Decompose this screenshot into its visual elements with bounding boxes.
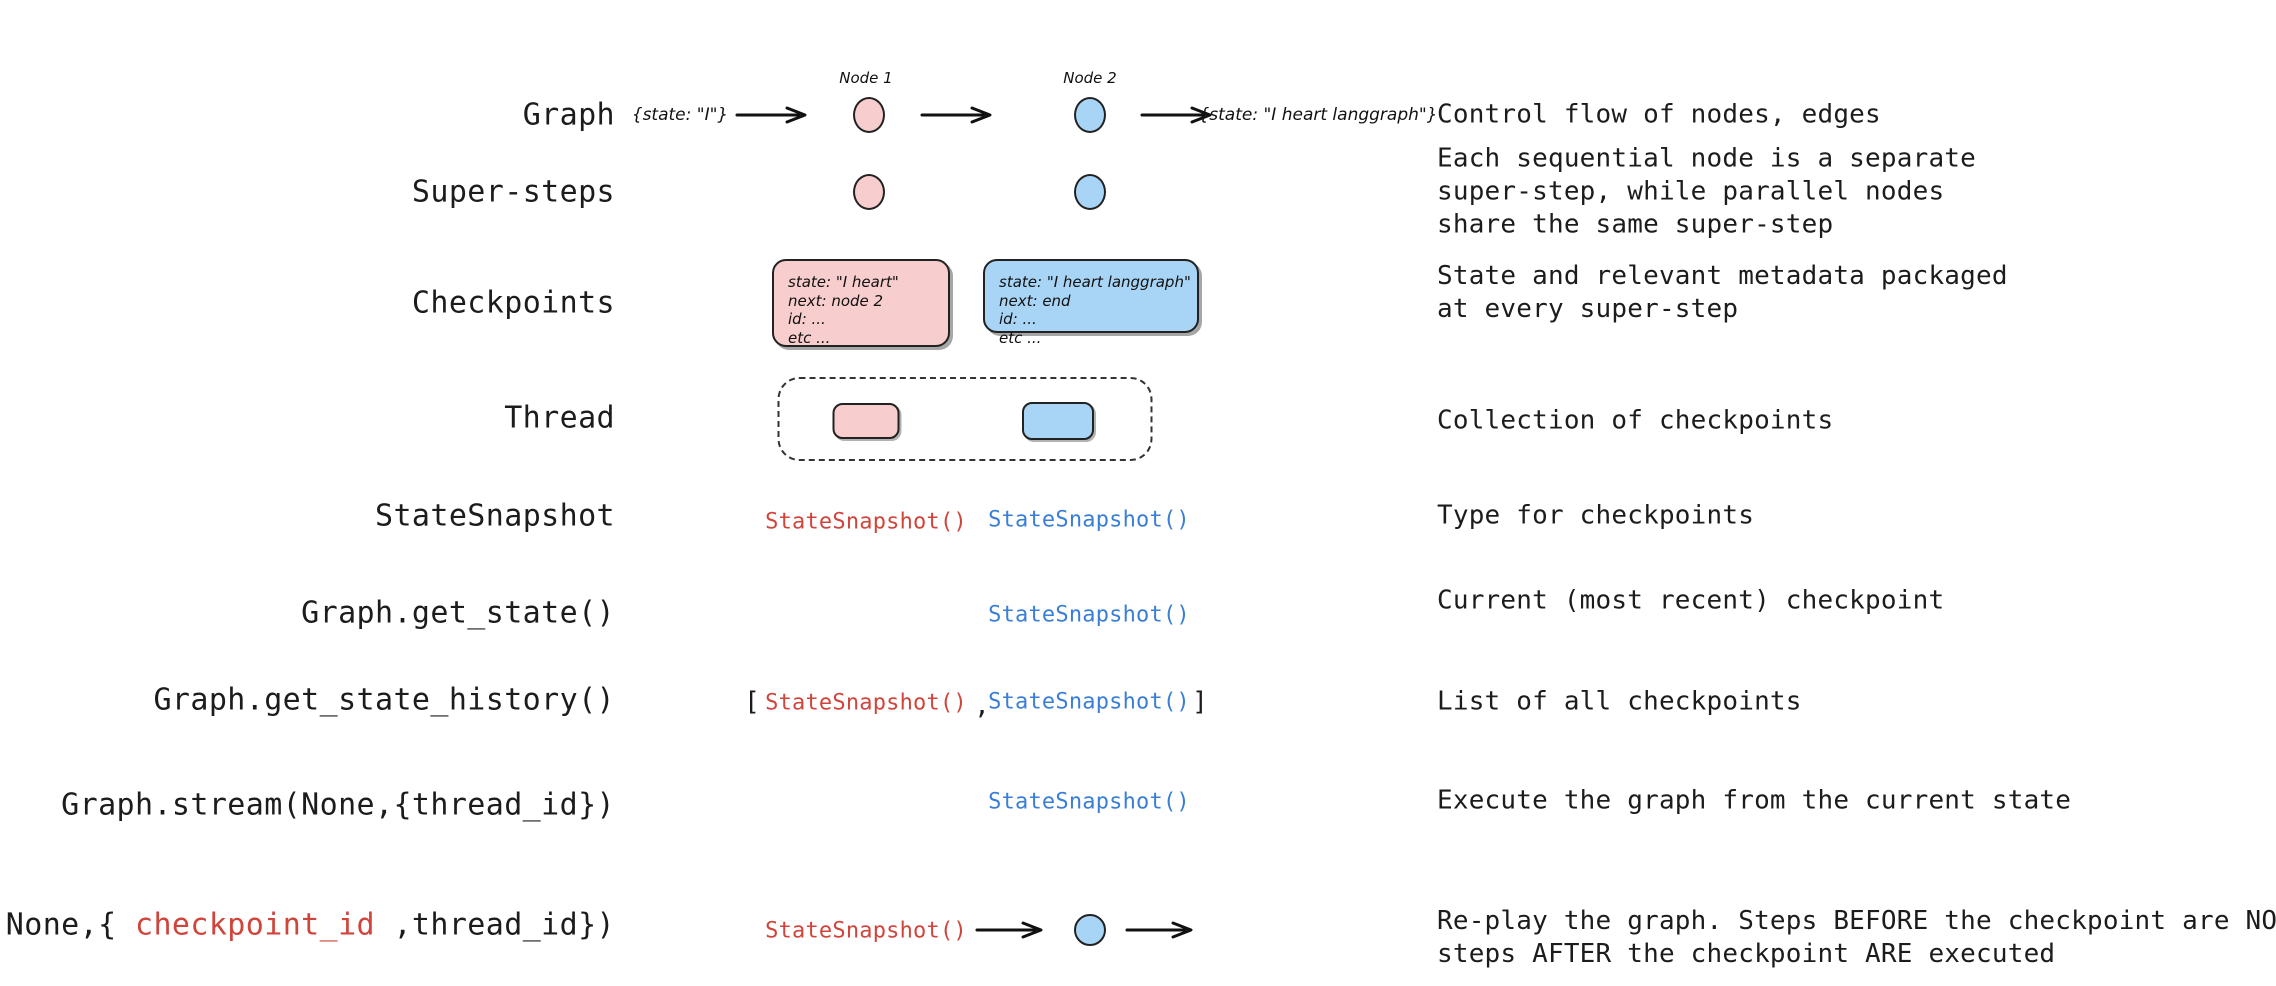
graph-arrow-2 [920,105,1000,125]
checkpoint-blue-next: next: end [999,291,1071,310]
checkpoint-pink-etc: etc ... [788,328,831,347]
stream-checkpoint-label-post: ,thread_id}) [375,907,615,943]
replay-node [1074,914,1106,946]
statesnapshot-pink: StateSnapshot() [765,509,967,535]
graph-arrow-1 [735,105,815,125]
row-description-get-state: Current (most recent) checkpoint [1437,585,1945,616]
history-open-bracket: [ [744,687,760,717]
node-1-label: Node 1 [839,69,893,87]
stream-checkpoint-label-highlight: checkpoint_id [135,907,375,943]
row-label-super-steps: Super-steps [411,174,615,210]
node-2-label: Node 2 [1063,69,1117,87]
row-label-statesnapshot: StateSnapshot [375,498,615,534]
row-label-stream-thread: Graph.stream(None,{thread_id}) [61,787,615,823]
checkpoint-pink-next: next: node 2 [788,291,884,310]
checkpoint-card-pink: state: "I heart" next: node 2 id: ... et… [772,259,950,347]
stream-result-snapshot: StateSnapshot() [988,789,1190,815]
thread-container [777,377,1153,461]
checkpoint-pink-state: state: "I heart" [788,273,899,291]
row-description-statesnapshot: Type for checkpoints [1437,500,1755,531]
stream-checkpoint-label-pre: Graph.stream(None,{ [0,907,117,943]
row-label-thread: Thread [504,400,615,436]
statesnapshot-blue: StateSnapshot() [988,507,1190,533]
history-comma: , [974,691,990,721]
graph-output-state: {state: "I heart langgraph"} [1198,105,1438,125]
thread-checkpoint-blue [1022,402,1094,440]
row-description-stream-thread: Execute the graph from the current state [1437,785,2072,816]
checkpoint-blue-state: state: "I heart langgraph" [999,273,1191,291]
graph-arrow-3 [1140,105,1220,125]
history-snapshot-first: StateSnapshot() [765,690,967,716]
row-description-super-steps: Each sequential node is a separate super… [1437,143,1977,240]
graph-input-state: {state: "I"} [631,105,729,125]
replay-arrow-2 [1125,920,1201,940]
row-label-get-state-history: Graph.get_state_history() [153,682,615,718]
get-state-result-snapshot: StateSnapshot() [988,602,1190,628]
replay-arrow-1 [975,920,1051,940]
checkpoint-pink-id: id: ... [788,310,826,328]
replay-source-snapshot: StateSnapshot() [765,918,967,944]
checkpoint-blue-id: id: ... [999,310,1037,328]
super-step-node-1 [853,174,885,210]
history-snapshot-second: StateSnapshot() [988,689,1190,715]
row-label-graph: Graph [522,97,615,133]
row-description-checkpoints: State and relevant metadata packaged at … [1437,261,2008,324]
thread-checkpoint-pink [832,403,900,439]
row-label-checkpoints: Checkpoints [411,285,615,321]
super-step-node-2 [1074,174,1106,210]
row-description-stream-checkpoint: Re-play the graph. Steps BEFORE the chec… [1437,906,2276,969]
checkpoint-blue-etc: etc ... [999,328,1042,347]
row-description-thread: Collection of checkpoints [1437,405,1834,436]
checkpoint-card-blue: state: "I heart langgraph" next: end id:… [983,259,1199,347]
row-label-get-state: Graph.get_state() [301,595,615,631]
row-description-get-state-history: List of all checkpoints [1437,686,1802,717]
history-close-bracket: ] [1192,687,1208,717]
graph-node-2 [1074,97,1106,133]
row-label-stream-checkpoint: Graph.stream(None,{ checkpoint_id ,threa… [0,908,615,943]
row-description-graph: Control flow of nodes, edges [1437,99,1881,130]
graph-node-1 [853,97,885,133]
